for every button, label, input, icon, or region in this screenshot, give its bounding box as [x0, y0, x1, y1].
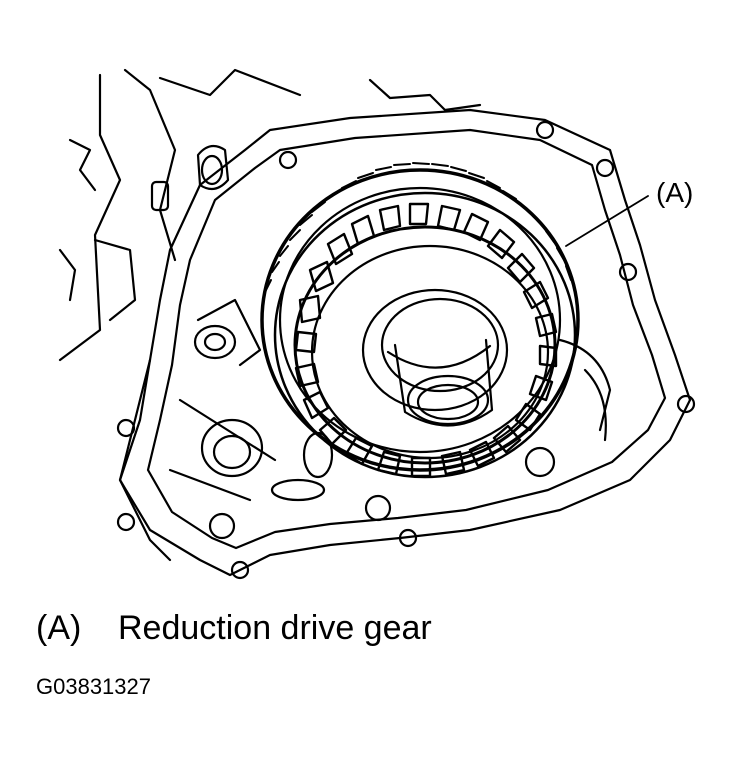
figure-id: G03831327 [36, 674, 151, 699]
legend-item: (A) Reduction drive gear [36, 606, 432, 650]
legend-key: (A) [36, 609, 82, 647]
housing-background [58, 68, 482, 562]
callout-label-a: (A) [656, 177, 693, 208]
transmission-case-illustration: (A) [58, 68, 696, 580]
legend: (A) Reduction drive gear [36, 606, 432, 650]
bolt-holes [116, 120, 696, 580]
case-flange [118, 108, 692, 577]
callout-leader-line [565, 195, 649, 247]
reduction-drive-gear [260, 162, 580, 479]
legend-text: Reduction drive gear [118, 609, 432, 647]
